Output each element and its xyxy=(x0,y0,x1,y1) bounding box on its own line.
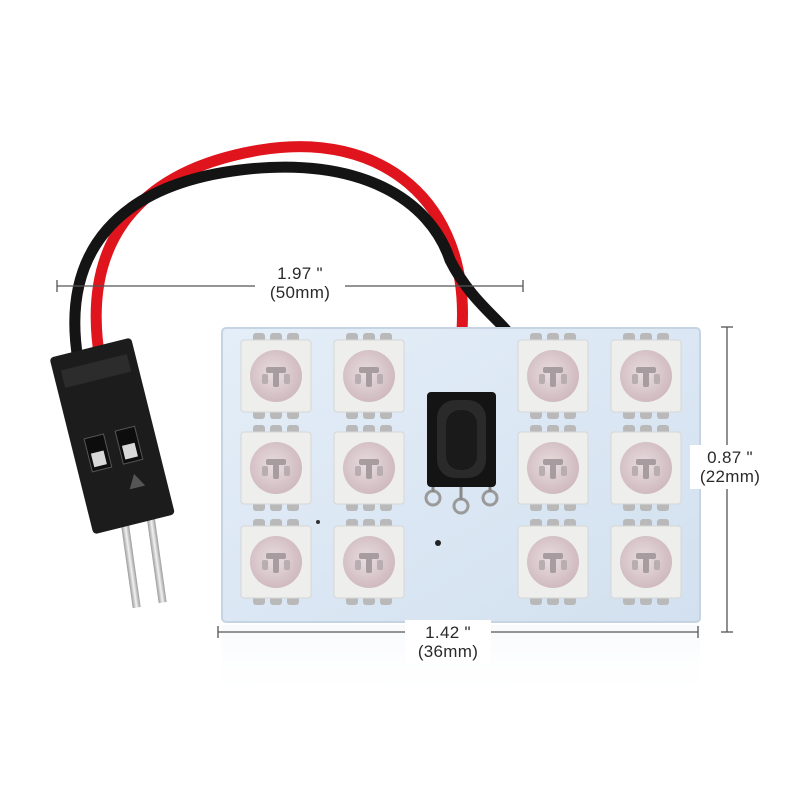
led-chip xyxy=(610,333,682,419)
led-chip xyxy=(610,425,682,511)
led-chip xyxy=(517,519,589,605)
board-height-mm: (22mm) xyxy=(699,467,761,486)
board-height-label: 0.87 " (22mm) xyxy=(688,448,772,486)
ir-receiver-icon xyxy=(424,392,499,515)
led-chip xyxy=(517,333,589,419)
led-chip xyxy=(333,425,405,511)
led-chip xyxy=(333,333,405,419)
led-chip xyxy=(240,519,312,605)
board-height-inches: 0.87 " xyxy=(707,448,753,467)
wire-span-inches: 1.97 " xyxy=(277,264,323,283)
led-chip xyxy=(610,519,682,605)
led-chip xyxy=(333,519,405,605)
led-grid xyxy=(240,333,682,605)
board-width-mm: (36mm) xyxy=(417,642,479,661)
two-pin-connector-icon xyxy=(50,338,175,609)
wire-span-mm: (50mm) xyxy=(269,283,331,302)
wire-span-label: 1.97 " (50mm) xyxy=(255,264,345,302)
led-chip xyxy=(517,425,589,511)
led-chip xyxy=(240,333,312,419)
led-chip xyxy=(240,425,312,511)
red-wire xyxy=(90,141,468,366)
board-width-label: 1.42 " (36mm) xyxy=(404,623,492,661)
board-width-inches: 1.42 " xyxy=(425,623,471,642)
